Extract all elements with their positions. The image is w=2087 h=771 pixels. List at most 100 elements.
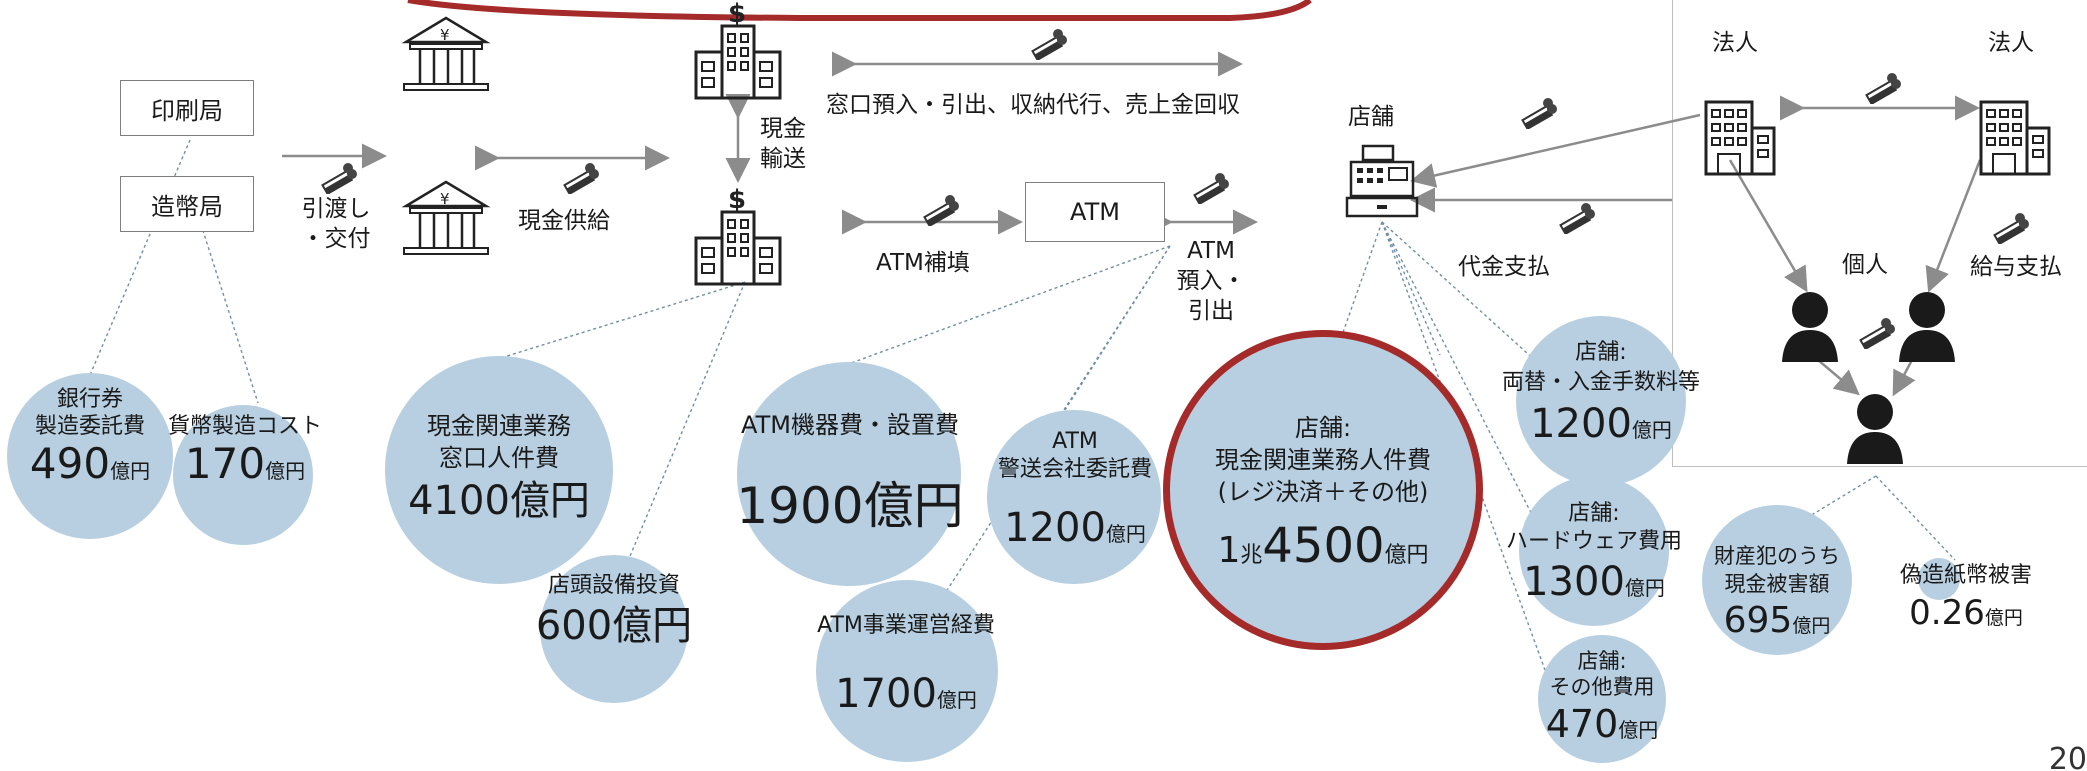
property-crime-cost-label: 財産犯のうち 現金被害額 (1714, 544, 1840, 596)
store-label: 店舗 (1348, 104, 1394, 130)
counterfeit-cost: 偽造紙幣被害 0.26億円 (1866, 562, 2066, 641)
coin-cost-value: 170 (184, 439, 266, 488)
cash-icon (560, 160, 602, 194)
atm-security-cost-label: ATM 警送会社委託費 (997, 429, 1152, 482)
banknote-cost-unit: 億円 (110, 459, 151, 483)
bubble-atm-operations (816, 580, 998, 762)
person-icon (1895, 288, 1959, 364)
store-other-cost: 店舗: その他費用 470億円 (1512, 648, 1692, 754)
print-bureau-label: 印刷局 (151, 96, 223, 125)
central-bank-icon: ¥ (398, 178, 494, 260)
bubble-atm-equipment (737, 362, 961, 586)
store-staff-cost-label: 店舗: 現金関連業務人件費 (レジ決済＋その他) (1215, 414, 1431, 506)
counter-services-label: 窓口預入・引出、収納代行、売上金回収 (826, 92, 1240, 118)
bubble-store-staff (1163, 330, 1483, 650)
store-exchange-cost-label: 店舗: 両替・入金手数料等 (1501, 340, 1700, 395)
coin-cost-label: 貨幣製造コスト (167, 414, 322, 439)
atm-box: ATM (1025, 182, 1165, 242)
mint-label: 造幣局 (151, 192, 223, 221)
store-equipment-cost-label: 店頭設備投資 (547, 573, 680, 598)
store-staff-cost-value-a: 1 (1217, 530, 1241, 571)
atm-equipment-cost: ATM機器費・設置費 1900億円 (730, 410, 970, 536)
counter-staff-cost-value: 4100億円 (408, 478, 590, 524)
store-equipment-cost: 店頭設備投資 600億円 (515, 572, 713, 652)
cash-icon (1028, 26, 1070, 60)
corporation-label: 法人 (1712, 30, 1758, 56)
bubble-store-other (1538, 635, 1666, 763)
bubble-banknote (7, 373, 173, 539)
bubble-property-crime (1702, 505, 1852, 655)
cash-icon (1990, 210, 2032, 244)
person-icon (1778, 288, 1842, 364)
atm-operations-cost-label: ATM事業運営経費 (817, 613, 995, 638)
banknote-cost: 銀行券 製造委託費 490億円 (2, 386, 178, 495)
store-hardware-cost-unit: 億円 (1624, 576, 1665, 600)
atm-security-cost: ATM 警送会社委託費 1200億円 (960, 428, 1190, 560)
store-hardware-cost-value: 1300 (1523, 559, 1625, 605)
bubble-atm-security (987, 410, 1161, 584)
counterfeit-cost-label: 偽造紙幣被害 (1899, 563, 2032, 588)
cash-icon (318, 160, 360, 194)
dollar-symbol: $ (728, 0, 746, 29)
store-other-cost-label: 店舗: その他費用 (1549, 649, 1655, 699)
page-number: 20 (2048, 742, 2087, 771)
bubble-store-hardware (1519, 476, 1669, 626)
atm-operations-cost-unit: 億円 (936, 688, 977, 712)
individual-label: 個人 (1842, 252, 1888, 278)
atm-replenish-label: ATM補填 (876, 250, 970, 276)
atm-security-cost-value: 1200 (1004, 505, 1106, 551)
dollar-symbol: $ (728, 186, 746, 215)
bubble-counterfeit (1918, 558, 1960, 600)
property-crime-cost-unit: 億円 (1792, 615, 1831, 637)
store-staff-cost: 店舗: 現金関連業務人件費 (レジ決済＋その他) 1兆4500億円 (1163, 412, 1483, 588)
store-staff-cost-unit-a: 兆 (1240, 543, 1263, 568)
store-staff-cost-unit: 億円 (1384, 543, 1429, 568)
coin-cost-unit: 億円 (265, 459, 306, 483)
central-bank-icon: ¥ (398, 14, 494, 96)
cash-transport-label: 現金 輸送 (760, 116, 806, 172)
corporation-building-icon (1700, 100, 1780, 176)
corporation-building-icon (1975, 100, 2055, 176)
commercial-bank-icon: $ (690, 0, 786, 106)
cash-icon (1856, 315, 1898, 349)
cash-icon (1862, 70, 1904, 104)
cash-icon (1518, 95, 1560, 129)
cash-supply-label: 現金供給 (518, 208, 610, 234)
property-crime-cost: 財産犯のうち 現金被害額 695億円 (1690, 542, 1864, 649)
bubble-counter-staff (385, 356, 613, 584)
counter-staff-cost-label: 現金関連業務 窓口人件費 (427, 412, 571, 472)
yen-symbol: ¥ (440, 26, 450, 44)
store-other-cost-unit: 億円 (1618, 718, 1659, 742)
bubble-coin (173, 405, 313, 545)
atm-label: ATM (1070, 198, 1120, 226)
atm-deposit-withdraw-label: ATM 預入・ 引出 (1176, 238, 1246, 324)
counter-staff-cost: 現金関連業務 窓口人件費 4100億円 (385, 410, 613, 528)
print-bureau-box: 印刷局 (120, 80, 254, 136)
atm-security-cost-unit: 億円 (1105, 522, 1146, 546)
corporation-label: 法人 (1988, 30, 2034, 56)
handover-label: 引渡し ・交付 (301, 196, 371, 252)
mint-box: 造幣局 (120, 176, 254, 232)
cash-icon (1190, 170, 1232, 204)
top-highlight-arc (407, 0, 1312, 21)
bubble-store-equipment (540, 555, 688, 703)
counterfeit-cost-unit: 億円 (1984, 607, 2023, 629)
atm-operations-cost-value: 1700 (835, 671, 937, 717)
yen-symbol: ¥ (440, 190, 450, 208)
salary-label: 給与支払 (1970, 254, 2062, 280)
store-exchange-cost-unit: 億円 (1631, 418, 1672, 442)
counterfeit-cost-value: 0.26 (1909, 593, 1985, 633)
store-exchange-cost: 店舗: 両替・入金手数料等 1200億円 (1466, 338, 1736, 456)
store-staff-cost-value: 4500 (1262, 518, 1385, 574)
cash-icon (920, 192, 962, 226)
store-exchange-cost-value: 1200 (1530, 401, 1632, 447)
atm-operations-cost: ATM事業運営経費 1700億円 (786, 612, 1026, 726)
cash-icon (1556, 200, 1598, 234)
commercial-bank-icon: $ (690, 186, 786, 292)
property-crime-cost-value: 695 (1723, 600, 1793, 641)
store-hardware-cost: 店舗: ハードウェア費用 1300億円 (1484, 500, 1704, 614)
payment-label: 代金支払 (1458, 254, 1550, 280)
atm-equipment-cost-value: 1900億円 (736, 477, 964, 535)
banknote-cost-value: 490 (29, 439, 111, 488)
